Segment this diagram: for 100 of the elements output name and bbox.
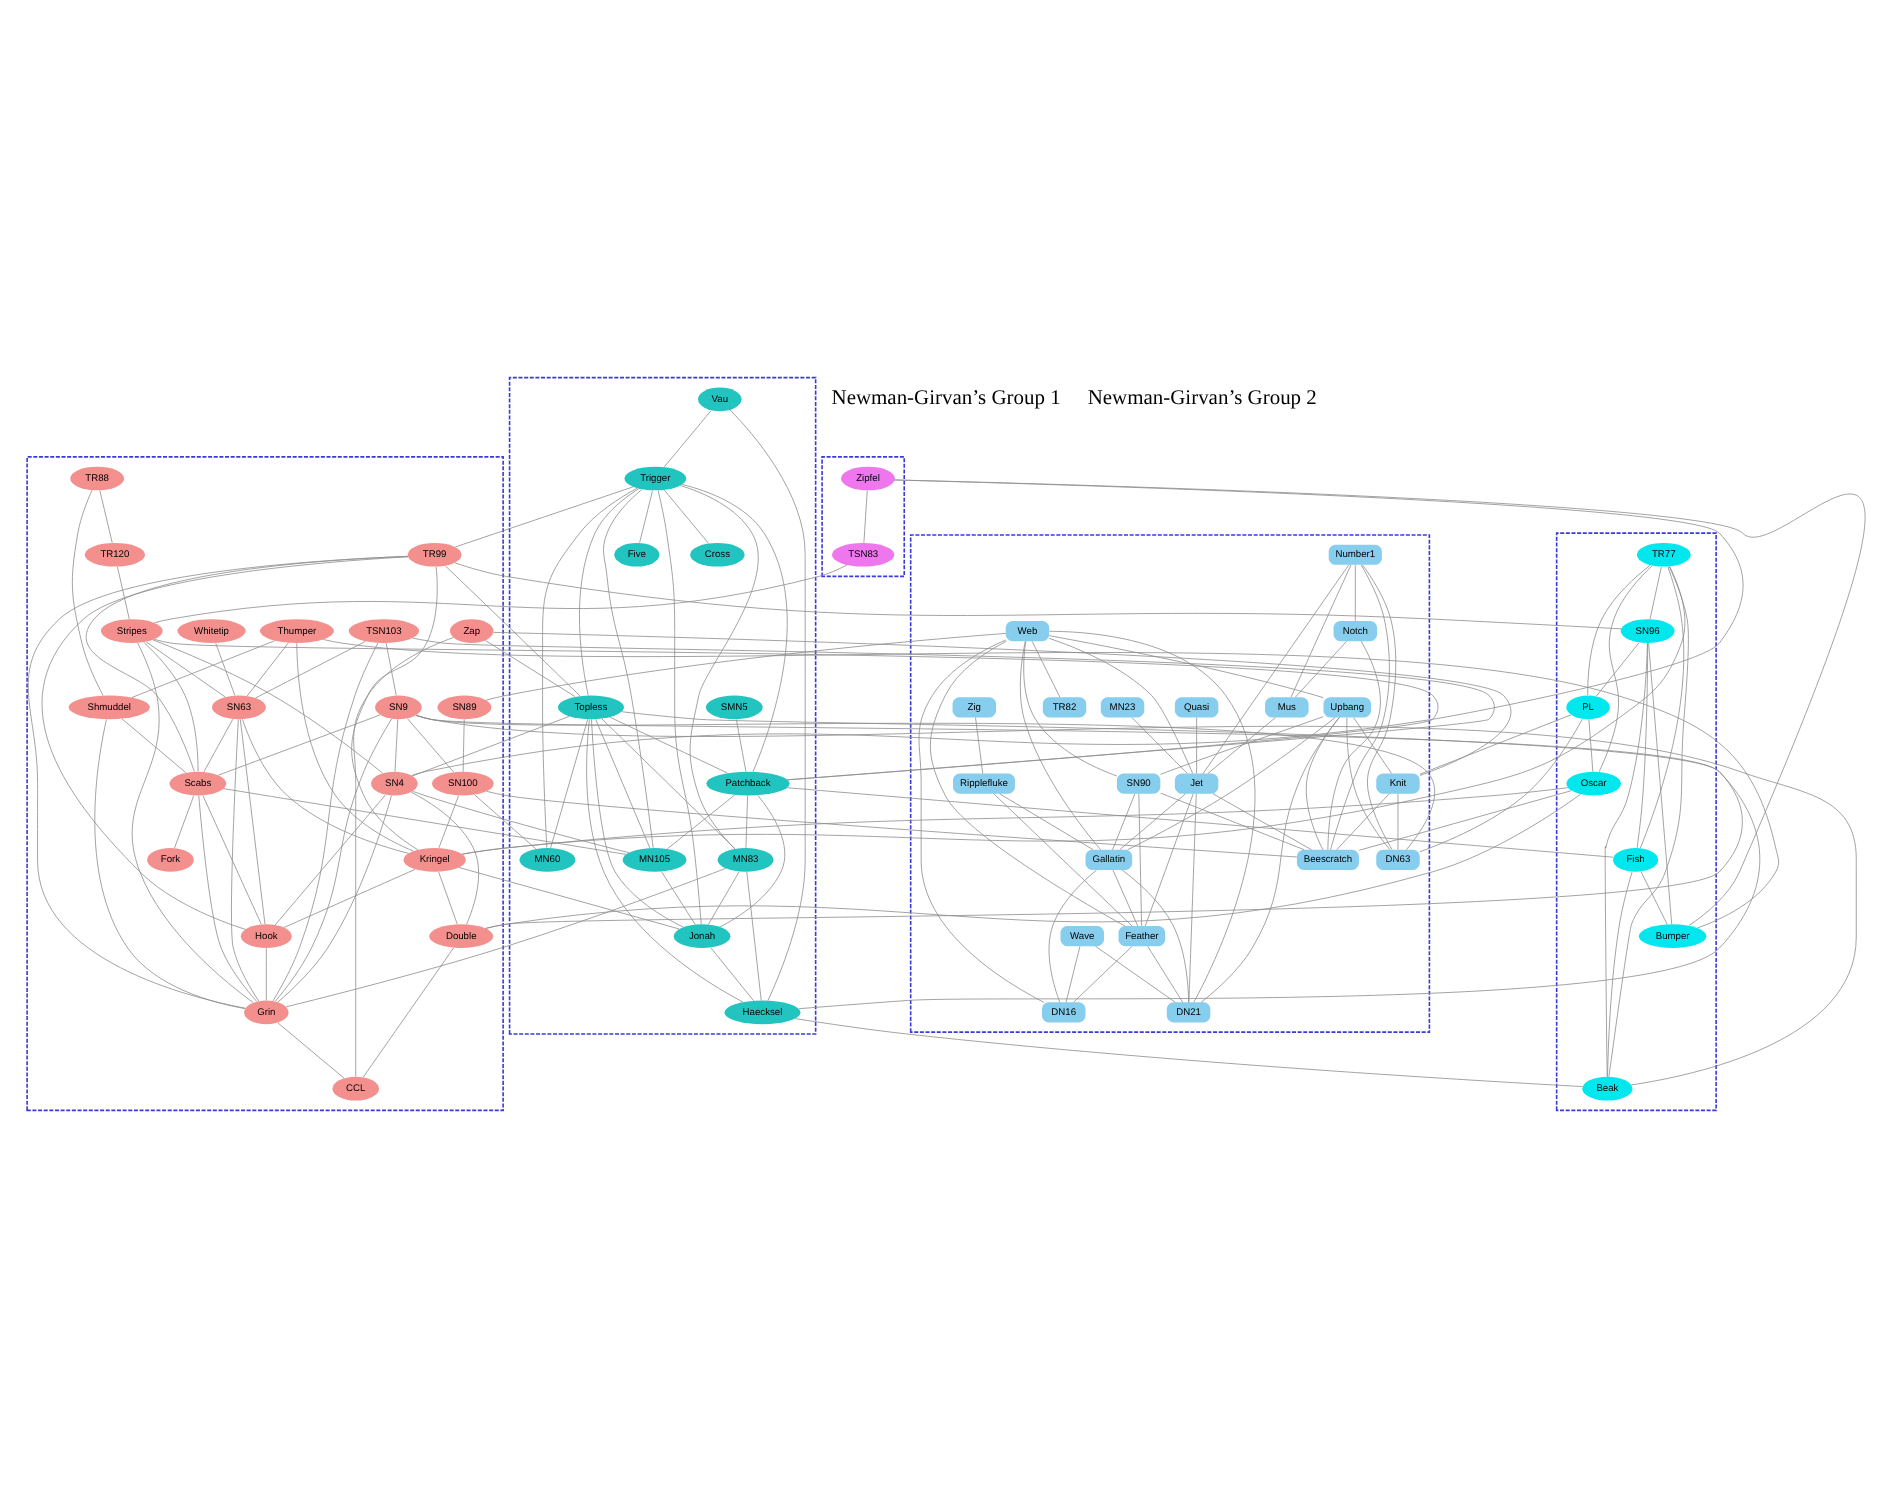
connector	[28, 555, 409, 1009]
connector	[929, 640, 1126, 927]
connector	[1049, 630, 1256, 1003]
connector	[493, 631, 1512, 776]
connector	[735, 719, 747, 772]
connector	[277, 1022, 345, 1079]
label: Newman-Girvan’s Group 2	[1087, 388, 1317, 411]
connector	[603, 488, 654, 849]
connector	[85, 555, 409, 772]
connector	[410, 791, 480, 925]
connector	[198, 795, 258, 1002]
connector	[215, 642, 236, 696]
connector	[203, 718, 234, 773]
connector	[1346, 717, 1391, 851]
connector	[1419, 714, 1572, 775]
connector	[272, 642, 379, 1002]
connector	[729, 409, 806, 1001]
connector	[458, 867, 680, 930]
connector	[362, 947, 455, 1078]
connector	[1119, 793, 1186, 851]
connector	[1147, 946, 1184, 1003]
connector	[1608, 566, 1689, 1078]
connector	[1121, 869, 1190, 1003]
connector	[486, 790, 1298, 858]
connector	[999, 793, 1094, 851]
connector	[454, 486, 634, 548]
connector	[438, 871, 458, 925]
connector	[1358, 790, 1572, 851]
connector	[121, 718, 187, 773]
connector	[145, 641, 226, 698]
connector	[1073, 946, 1133, 1003]
connector	[591, 718, 684, 928]
connector	[1065, 946, 1081, 1003]
label: Newman-Girvan’s Group 1	[831, 388, 1061, 411]
connector	[601, 718, 736, 850]
connector	[462, 566, 1686, 855]
connector	[1607, 871, 1633, 1078]
connector	[454, 562, 1622, 630]
connector	[786, 787, 1614, 858]
connector	[1353, 717, 1392, 774]
cluster	[1555, 532, 1717, 1112]
connector	[550, 718, 589, 849]
connector	[1031, 640, 1061, 698]
connector	[586, 719, 744, 1003]
connector	[485, 633, 1007, 701]
connector	[265, 947, 267, 1001]
connector	[863, 490, 868, 544]
connector	[223, 788, 627, 855]
connector	[1290, 564, 1352, 698]
connector	[1188, 793, 1197, 1003]
connector	[1354, 564, 1356, 622]
cluster	[909, 534, 1431, 1033]
connector	[1023, 641, 1118, 777]
connector	[1160, 792, 1305, 851]
connector	[975, 717, 984, 774]
connector	[412, 637, 1495, 781]
connector	[1131, 717, 1188, 774]
connector	[1639, 566, 1685, 849]
connector	[202, 795, 262, 925]
connector	[277, 795, 392, 1003]
connector	[746, 871, 762, 1001]
connector	[1160, 716, 1324, 775]
connector	[351, 566, 438, 851]
connector	[708, 871, 740, 925]
connector	[1202, 564, 1350, 774]
connector	[1640, 871, 1668, 925]
connector	[1336, 793, 1390, 851]
connector	[1138, 793, 1143, 927]
connector	[1019, 640, 1102, 851]
connector	[255, 640, 366, 699]
connector	[609, 716, 728, 774]
connector	[1362, 564, 1397, 851]
connector	[94, 719, 246, 1010]
connector	[663, 489, 709, 544]
connector	[1419, 718, 1583, 853]
connector	[153, 638, 1439, 781]
connector	[99, 490, 113, 544]
connector	[274, 718, 393, 1002]
connector	[710, 947, 755, 1002]
connector	[1649, 566, 1662, 620]
connector	[1048, 869, 1097, 1003]
connector	[595, 718, 651, 849]
cluster	[821, 456, 906, 578]
connector	[680, 485, 759, 850]
connector	[117, 566, 130, 620]
connector	[663, 410, 712, 468]
connector	[1112, 869, 1139, 927]
connector	[1048, 638, 1194, 774]
connector	[283, 869, 416, 928]
connector	[1144, 793, 1194, 927]
connector	[1127, 717, 1336, 851]
connector	[1588, 719, 1594, 772]
connector	[385, 642, 397, 696]
connector	[174, 795, 195, 849]
connector	[1604, 642, 1648, 1077]
connector	[485, 711, 1743, 929]
connector	[579, 488, 640, 696]
connector	[152, 639, 383, 774]
connector	[485, 640, 576, 698]
connector	[246, 642, 289, 697]
